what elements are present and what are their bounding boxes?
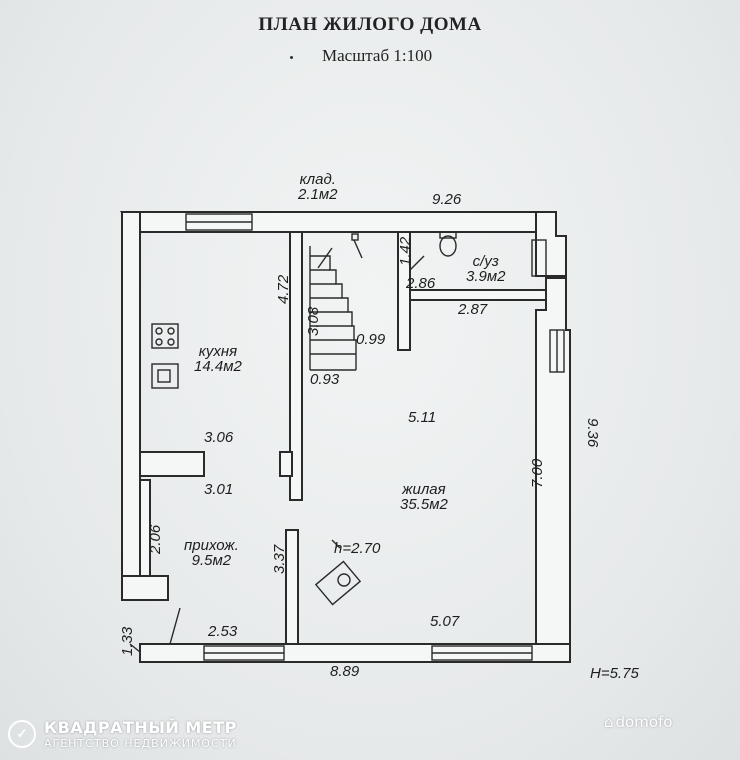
dim-right-height: 9.36 <box>584 418 601 448</box>
dim-stair-gap: 0.99 <box>356 331 386 348</box>
room-bathroom: с/уз 3.9м2 <box>466 254 505 284</box>
staircase <box>309 246 357 371</box>
room-bathroom-area: 3.9м2 <box>466 268 506 285</box>
room-bathroom-name: с/уз <box>472 253 499 270</box>
watermark-icon: ⌂ <box>604 713 614 731</box>
wall-kitchen-bottom <box>139 451 205 477</box>
ceiling-height-label: h=2.70 <box>334 540 381 557</box>
dim-stair-len: 3.08 <box>305 306 322 336</box>
agency-logo-icon: ✓ <box>8 720 36 748</box>
watermark: ⌂ domofo <box>604 713 672 731</box>
dim-bath-width-b: 2.87 <box>458 301 488 318</box>
room-storage: клад. 2.1м2 <box>298 172 337 202</box>
wall-bottom <box>139 643 571 663</box>
dim-bath-door: 1.42 <box>397 236 414 266</box>
dim-kitchen-width: 3.06 <box>204 429 234 446</box>
room-kitchen: кухня 14.4м2 <box>194 344 242 374</box>
scale-dot <box>290 56 293 59</box>
dim-living-depth: 5.11 <box>408 409 437 426</box>
room-hall: прихож. 9.5м2 <box>184 538 239 568</box>
agency-subtitle: АГЕНТСТВО НЕДВИЖИМОСТИ <box>44 737 237 750</box>
wall-hall-right <box>285 529 299 645</box>
stove-icon <box>151 323 179 349</box>
dim-stair-width: 0.93 <box>310 371 340 388</box>
dim-hall-bottom: 2.53 <box>208 623 238 640</box>
room-living-area: 35.5м2 <box>400 496 448 513</box>
wall-kitchen-notch <box>279 451 293 477</box>
page-title: ПЛАН ЖИЛОГО ДОМА <box>258 14 482 35</box>
wall-bath-left <box>397 231 411 351</box>
wall-kitchen-right <box>289 231 303 501</box>
room-kitchen-area: 14.4м2 <box>194 358 242 375</box>
wall-hall-left <box>139 479 151 577</box>
dim-bath-width-a: 2.86 <box>406 275 436 292</box>
room-living-name: жилая <box>402 481 446 498</box>
house-height-label: H=5.75 <box>590 665 639 682</box>
wall-left-upper <box>121 211 141 601</box>
room-storage-area: 2.1м2 <box>298 186 338 203</box>
room-storage-name: клад. <box>299 171 336 188</box>
scale-label: Масштаб 1:100 <box>322 46 433 65</box>
wall-left-lower <box>121 575 169 601</box>
dim-bottom-width: 8.89 <box>330 663 360 680</box>
dim-top-width: 9.26 <box>432 191 462 208</box>
room-kitchen-name: кухня <box>198 343 238 360</box>
wall-right-upper <box>535 211 567 277</box>
toilet-icon <box>439 231 457 257</box>
watermark-text: domofo <box>615 713 673 731</box>
dim-kitchen-wall: 4.72 <box>275 274 292 304</box>
agency-name: КВАДРАТНЫЙ МЕТР <box>44 718 237 737</box>
room-living: жилая 35.5м2 <box>400 482 448 512</box>
room-hall-name: прихож. <box>184 537 239 554</box>
dim-hall-wall: 3.37 <box>271 544 288 574</box>
dim-living-bottom: 5.07 <box>430 613 460 630</box>
sink-icon <box>151 363 179 389</box>
window-bath <box>531 239 547 277</box>
dim-hall-height: 2.06 <box>147 524 164 554</box>
dim-hall-width: 3.01 <box>204 481 234 498</box>
room-hall-area: 9.5м2 <box>191 552 232 569</box>
dim-left-lower: 1.33 <box>119 626 136 656</box>
furnace-icon <box>314 560 362 606</box>
agency-logo: ✓ КВАДРАТНЫЙ МЕТР АГЕНТСТВО НЕДВИЖИМОСТИ <box>8 718 237 750</box>
dim-living-height: 7.00 <box>529 458 546 488</box>
